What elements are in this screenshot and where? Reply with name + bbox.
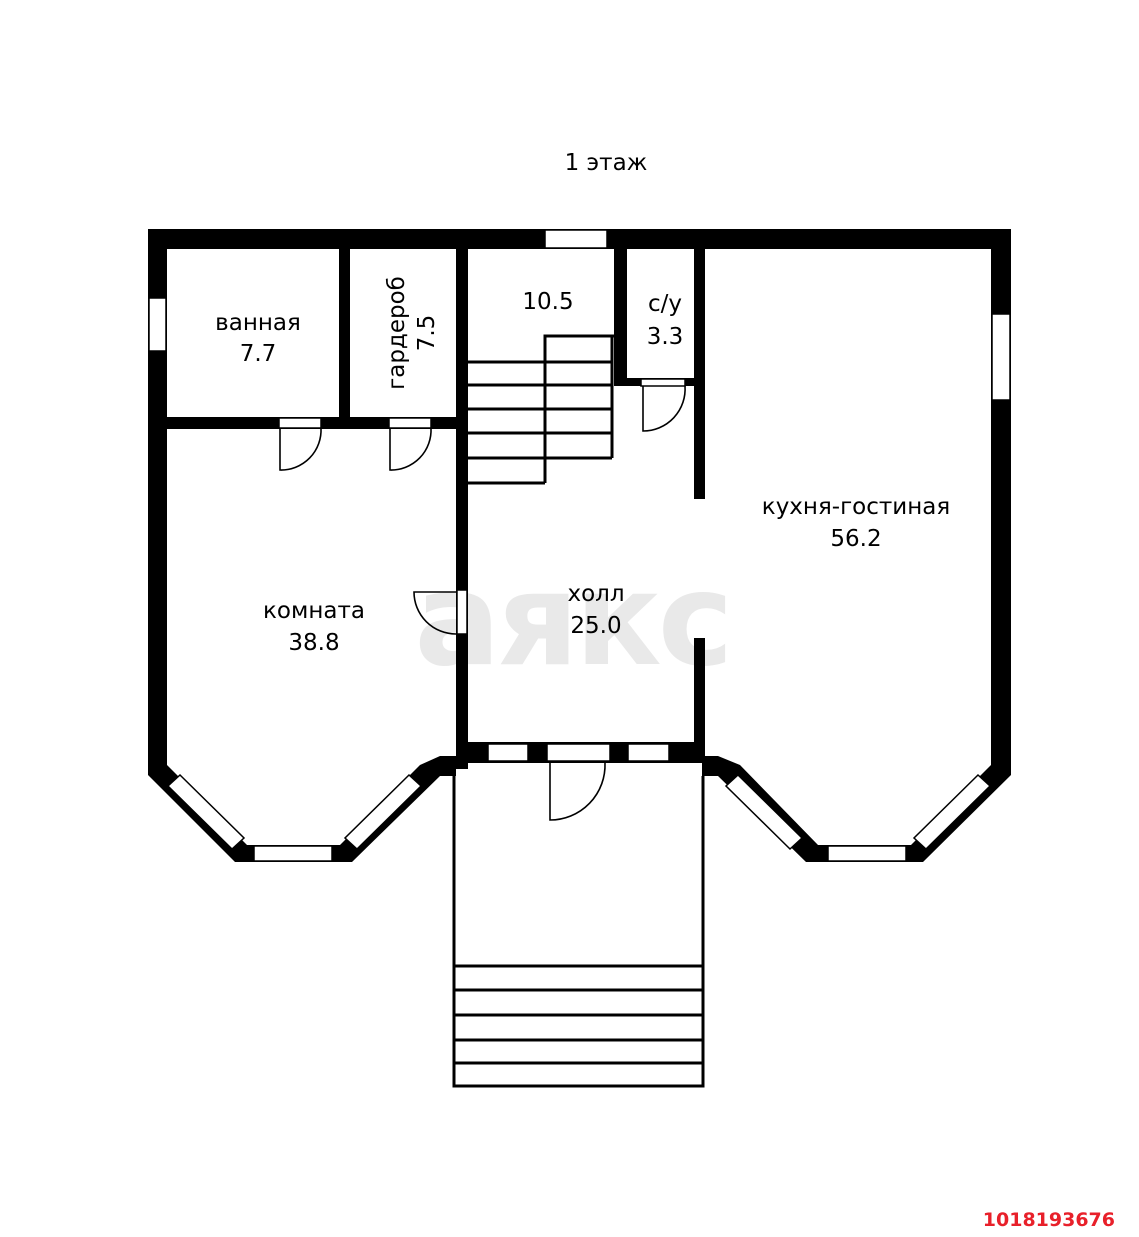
kitchen-living-area: 56.2 (830, 526, 881, 552)
kitchen-living-name: кухня-гостиная (762, 494, 950, 520)
bathroom-name: ванная (215, 310, 301, 336)
wardrobe-name: гардероб (384, 276, 410, 390)
bathroom-area: 7.7 (240, 341, 277, 367)
windows (148, 229, 1011, 862)
entrance-porch (452, 776, 705, 1088)
room-area: 38.8 (288, 630, 339, 656)
listing-id: 1018193676 (983, 1209, 1115, 1231)
wc-name: с/у (648, 291, 682, 317)
stair-room-area: 10.5 (522, 289, 573, 315)
room-name: комната (263, 598, 365, 624)
interior-stair (467, 334, 614, 485)
hall-area: 25.0 (570, 613, 621, 639)
hall-name: холл (567, 581, 624, 607)
wardrobe-area: 7.5 (414, 315, 440, 352)
doors (278, 378, 686, 821)
floor-title: 1 этаж (565, 150, 648, 176)
wc-area: 3.3 (647, 324, 684, 350)
